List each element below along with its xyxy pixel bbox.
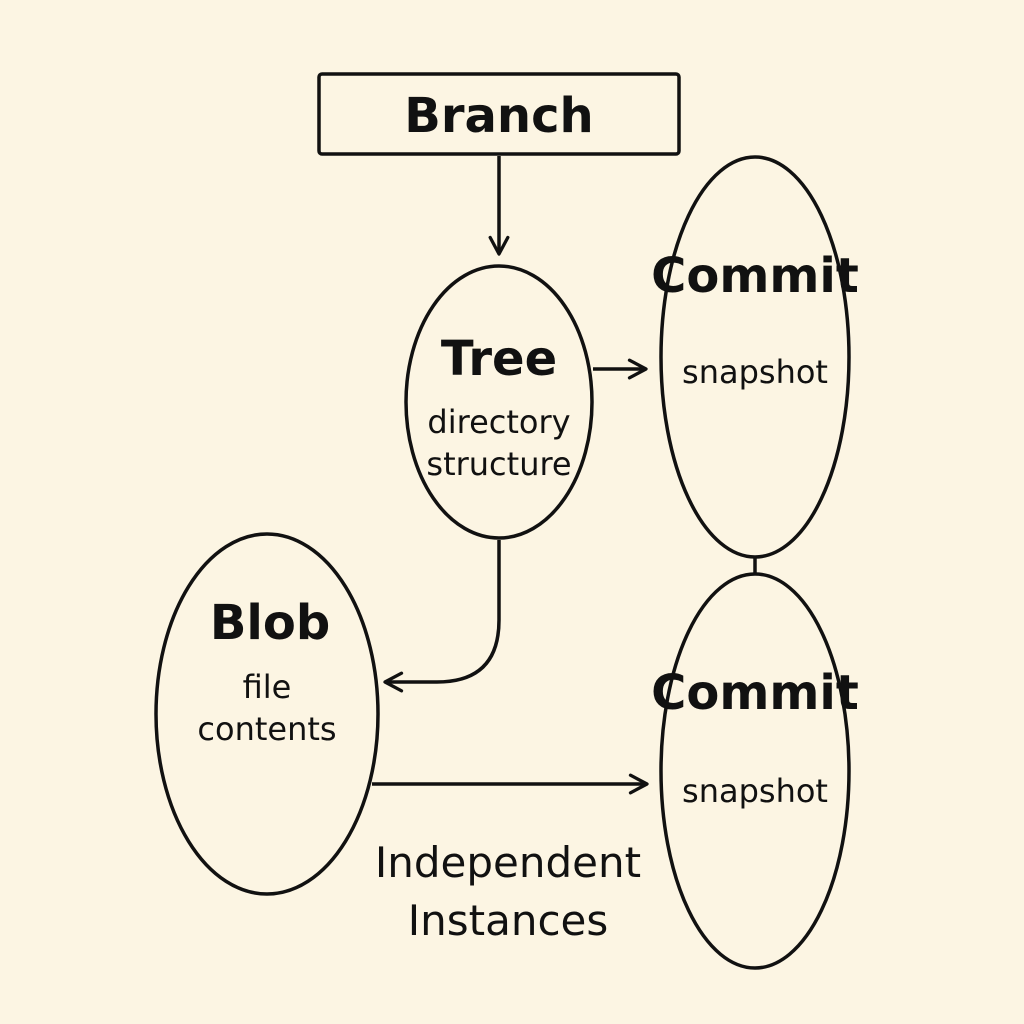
blob-desc-line1: file — [243, 668, 292, 706]
commit-bottom-label: Commit — [651, 665, 859, 721]
commit-bottom-desc: snapshot — [682, 772, 828, 810]
arrow-tree-to-blob — [383, 540, 501, 693]
commit-bottom-node: Commit snapshot — [651, 572, 859, 970]
blob-label: Blob — [210, 595, 330, 651]
commit-top-desc: snapshot — [682, 353, 828, 391]
tree-label: Tree — [441, 331, 557, 387]
blob-ellipse — [154, 532, 380, 896]
tree-node: Tree directory structure — [404, 264, 594, 540]
caption-line1: Independent — [375, 838, 641, 887]
tree-desc-line1: directory — [427, 403, 570, 441]
commit-top-node: Commit snapshot — [651, 155, 859, 559]
tree-ellipse — [404, 264, 594, 540]
commit-bottom-ellipse — [659, 572, 851, 970]
commit-top-label: Commit — [651, 248, 859, 304]
blob-node: Blob file contents — [154, 532, 380, 896]
caption-line2: Instances — [408, 896, 609, 945]
branch-box — [317, 72, 681, 156]
tree-desc-line2: structure — [426, 445, 571, 483]
branch-label: Branch — [404, 88, 593, 144]
branch-node: Branch — [317, 72, 681, 156]
blob-desc-line2: contents — [197, 710, 336, 748]
